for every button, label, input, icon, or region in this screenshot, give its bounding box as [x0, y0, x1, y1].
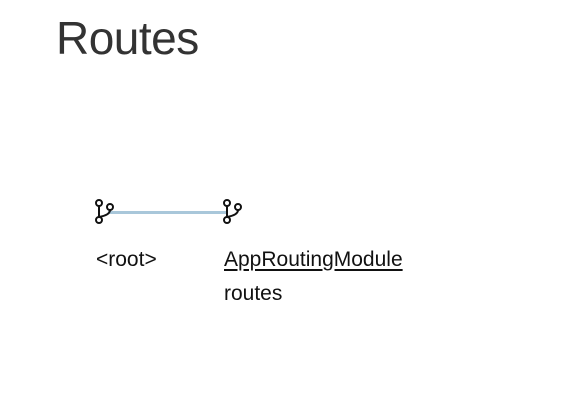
- branch-icon[interactable]: [94, 198, 116, 226]
- branch-icon[interactable]: [222, 198, 244, 226]
- node-type-label: routes: [224, 282, 283, 305]
- root-node-label[interactable]: <root>: [96, 248, 157, 271]
- tree-connector-line: [108, 211, 226, 214]
- app-routing-module-link[interactable]: AppRoutingModule: [224, 248, 403, 271]
- page-title: Routes: [56, 12, 199, 64]
